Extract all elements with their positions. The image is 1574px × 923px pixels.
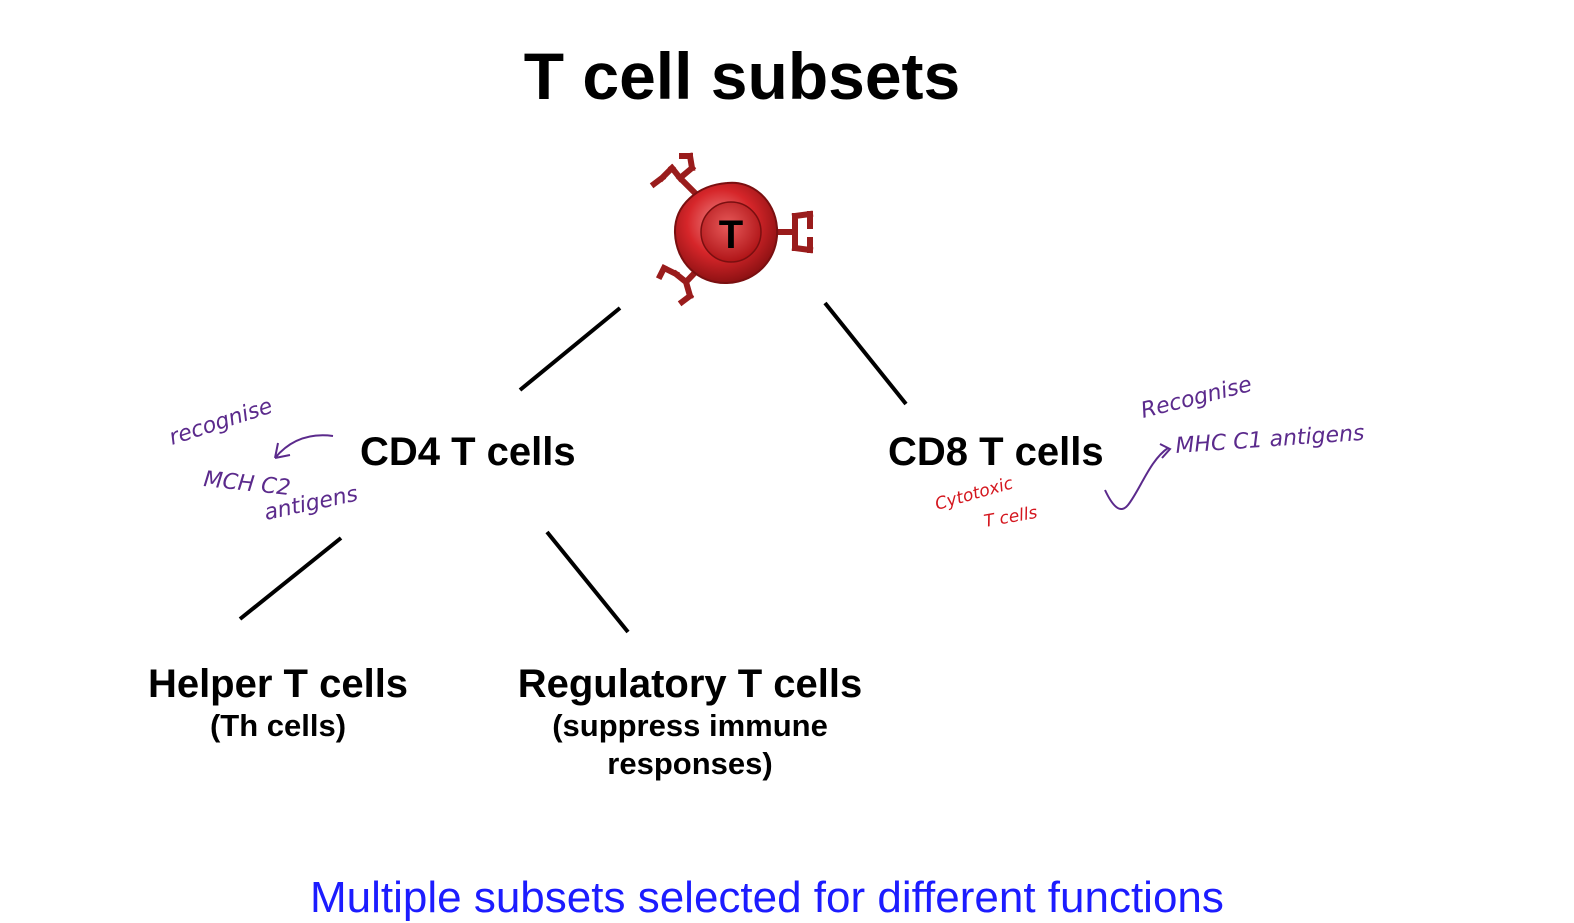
cd8-node-label: CD8 T cells — [888, 430, 1104, 474]
tree-diagram: T recognise MCH C2 antigens Recognise MH… — [166, 152, 1366, 634]
regulatory-node: Regulatory T cells (suppress immune resp… — [490, 662, 890, 783]
footer-text: Multiple subsets selected for different … — [310, 873, 1224, 922]
cd4-note-line1: recognise — [166, 394, 276, 451]
slide-title: T cell subsets — [523, 39, 961, 113]
cd8-annotation-arrow — [1104, 443, 1172, 510]
edge-cd4-regulatory — [545, 530, 630, 634]
edge-cd4-helper — [238, 536, 343, 621]
cell-label: T — [719, 213, 743, 257]
cd8-cytotoxic-line2: T cells — [982, 503, 1039, 532]
t-cell-icon: T — [649, 152, 814, 307]
edge-tcell-cd8 — [823, 301, 908, 406]
cd4-note-line2: MCH C2 — [202, 467, 291, 501]
edge-tcell-cd4 — [518, 306, 622, 392]
cd8-note-line2: MHC C1 antigens — [1175, 421, 1366, 459]
regulatory-node-label: Regulatory T cells — [517, 662, 863, 706]
helper-node-label: Helper T cells — [147, 662, 409, 706]
cd8-note-line1: Recognise — [1138, 372, 1254, 424]
helper-node: Helper T cells (Th cells) — [128, 662, 428, 745]
cd4-annotation-arrow — [274, 434, 334, 459]
regulatory-node-sub-line1: (suppress immune — [552, 708, 828, 743]
helper-node-sub: (Th cells) — [209, 708, 347, 743]
regulatory-node-sub-line2: responses) — [607, 746, 773, 781]
cd4-node-label: CD4 T cells — [360, 430, 576, 474]
